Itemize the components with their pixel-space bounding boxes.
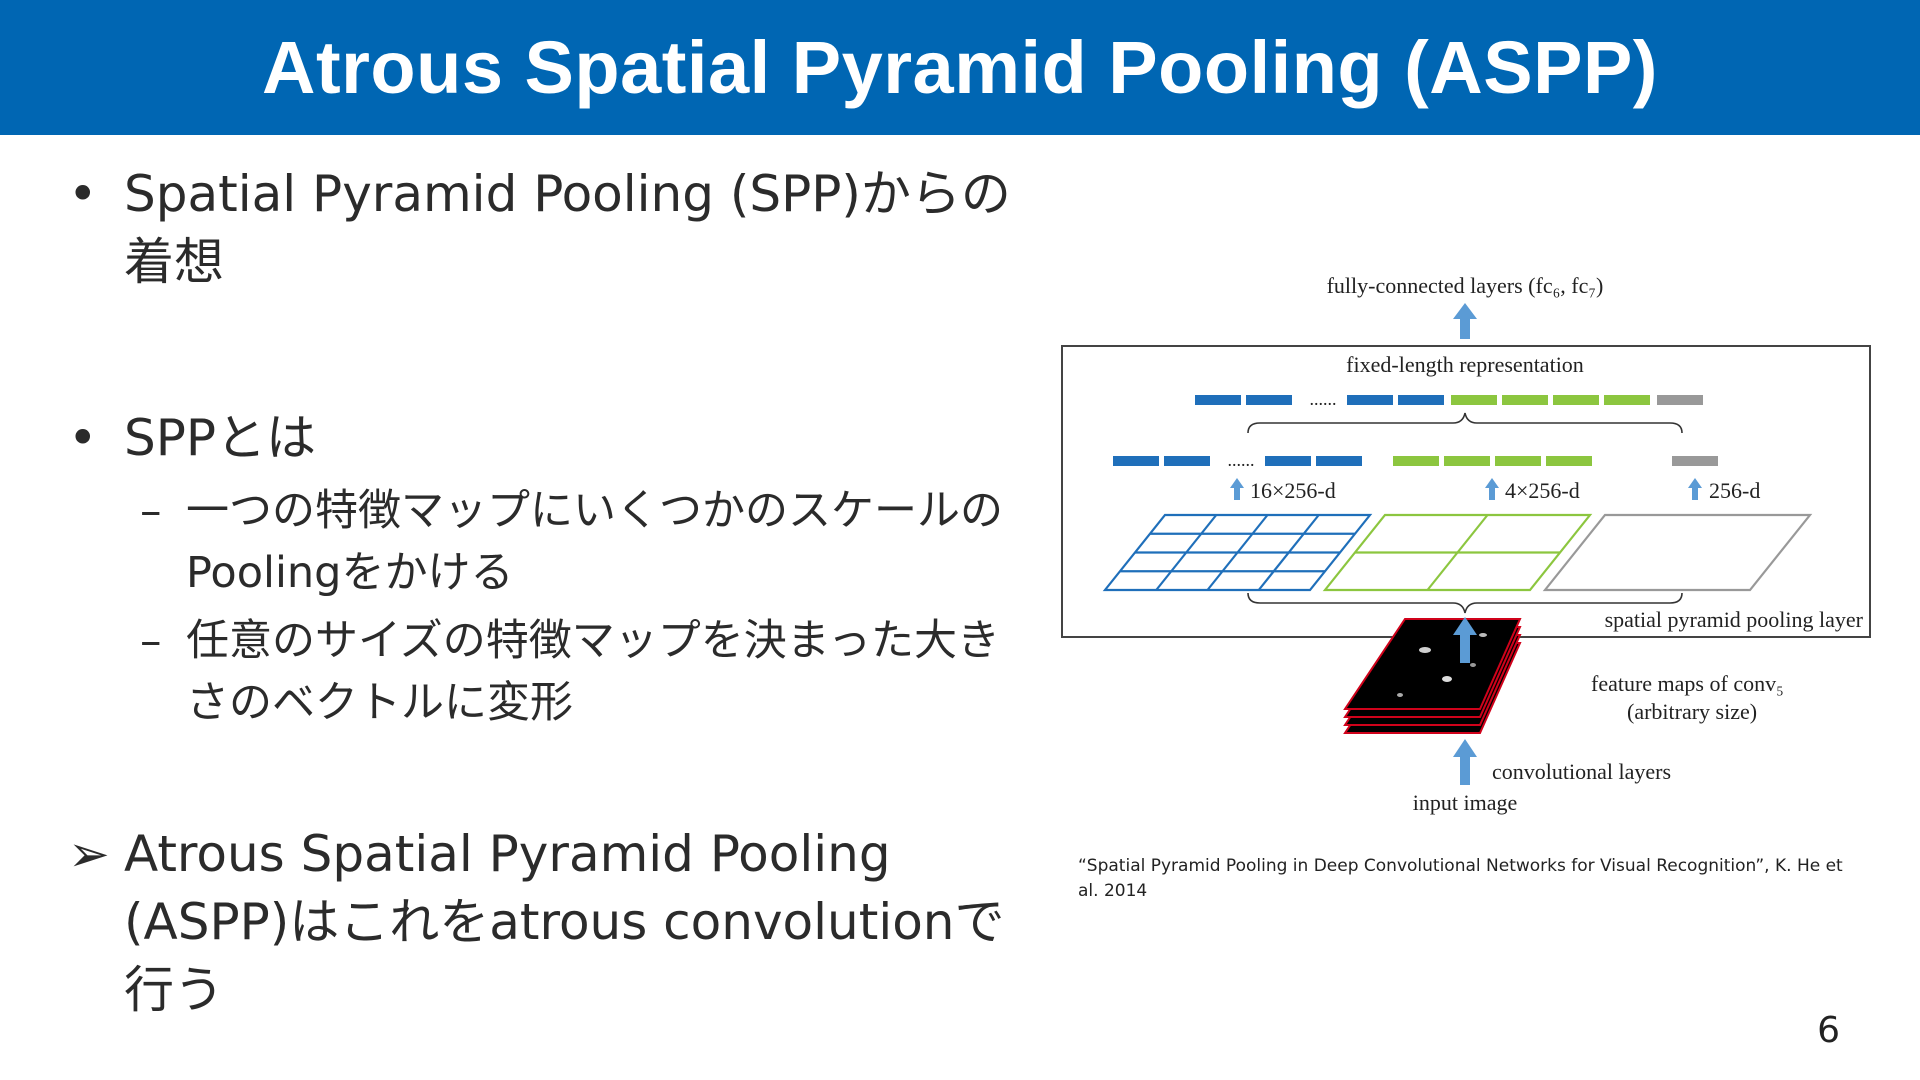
- fc-layers-label: fully-connected layers (fc₆, fc₇): [1327, 273, 1604, 298]
- bullet-item-spp-definition: • SPPとは: [68, 404, 1018, 472]
- bullet-text: SPPとは: [124, 409, 317, 467]
- spp-layer-label: spatial pyramid pooling layer: [1605, 607, 1864, 632]
- vector-16x256: ......: [1113, 450, 1362, 470]
- conv-layers-label: convolutional layers: [1492, 759, 1671, 784]
- up-arrow-icon: [1688, 478, 1702, 500]
- bullet-item-spp-origin: • Spatial Pyramid Pooling (SPP)からの着想: [68, 160, 1018, 296]
- up-arrow-icon: [1453, 617, 1477, 663]
- fixed-length-vector: ......: [1195, 389, 1703, 409]
- dim-16x256-label: 16×256-d: [1250, 478, 1336, 503]
- spp-diagram: fully-connected layers (fc₆, fc₇) fixed-…: [1055, 255, 1885, 845]
- up-arrow-icon: [1230, 478, 1244, 500]
- svg-text:......: ......: [1228, 450, 1255, 470]
- citation: “Spatial Pyramid Pooling in Deep Convolu…: [1078, 856, 1843, 901]
- vector-4x256: [1393, 456, 1592, 466]
- bullet-text: Spatial Pyramid Pooling (SPP)からの着想: [124, 165, 1011, 291]
- arrow-bullet-icon: ➢: [68, 825, 110, 883]
- up-arrow-icon: [1485, 478, 1499, 500]
- feature-maps-stack: [1343, 618, 1522, 734]
- sub-marker: –: [140, 486, 162, 536]
- dim-4x256-label: 4×256-d: [1505, 478, 1580, 503]
- bullet-list: • Spatial Pyramid Pooling (SPP)からの着想 • S…: [68, 160, 1018, 1024]
- pooling-grid-1x1: [1542, 513, 1813, 592]
- input-image-label: input image: [1413, 790, 1517, 815]
- fixed-length-label: fixed-length representation: [1346, 352, 1584, 377]
- up-arrow-icon: [1453, 303, 1477, 339]
- vector-256: [1672, 456, 1718, 466]
- page-number: 6: [1817, 1010, 1840, 1051]
- arbitrary-size-label: (arbitrary size): [1627, 699, 1757, 724]
- bullet-item-aspp: ➢ Atrous Spatial Pyramid Pooling (ASPP)は…: [68, 820, 1018, 1024]
- up-arrow-icon: [1453, 739, 1477, 785]
- feature-maps-label: feature maps of conv₅: [1591, 671, 1784, 696]
- slide-title: Atrous Spatial Pyramid Pooling (ASPP): [262, 26, 1658, 109]
- sub-text: 任意のサイズの特徴マップを決まった大きさのベクトルに変形: [186, 616, 1000, 728]
- sub-text: 一つの特徴マップにいくつかのスケールのPoolingをかける: [186, 486, 1003, 598]
- sub-marker: –: [140, 616, 162, 666]
- bullet-marker: •: [68, 409, 98, 467]
- bullet-marker: •: [68, 165, 98, 223]
- top-brace: [1247, 412, 1683, 434]
- pooling-grid-4x4: [1102, 513, 1373, 592]
- title-bar: Atrous Spatial Pyramid Pooling (ASPP): [0, 0, 1920, 135]
- bullet-text: Atrous Spatial Pyramid Pooling (ASPP)はこれ…: [124, 825, 1005, 1019]
- sub-item-multiscale-pooling: – 一つの特徴マップにいくつかのスケールのPoolingをかける: [68, 480, 1018, 604]
- pooling-grid-2x2: [1322, 513, 1593, 592]
- svg-text:......: ......: [1310, 389, 1337, 409]
- bottom-brace: [1247, 592, 1683, 614]
- dim-256-label: 256-d: [1709, 478, 1760, 503]
- sub-item-fixed-vector: – 任意のサイズの特徴マップを決まった大きさのベクトルに変形: [68, 610, 1018, 734]
